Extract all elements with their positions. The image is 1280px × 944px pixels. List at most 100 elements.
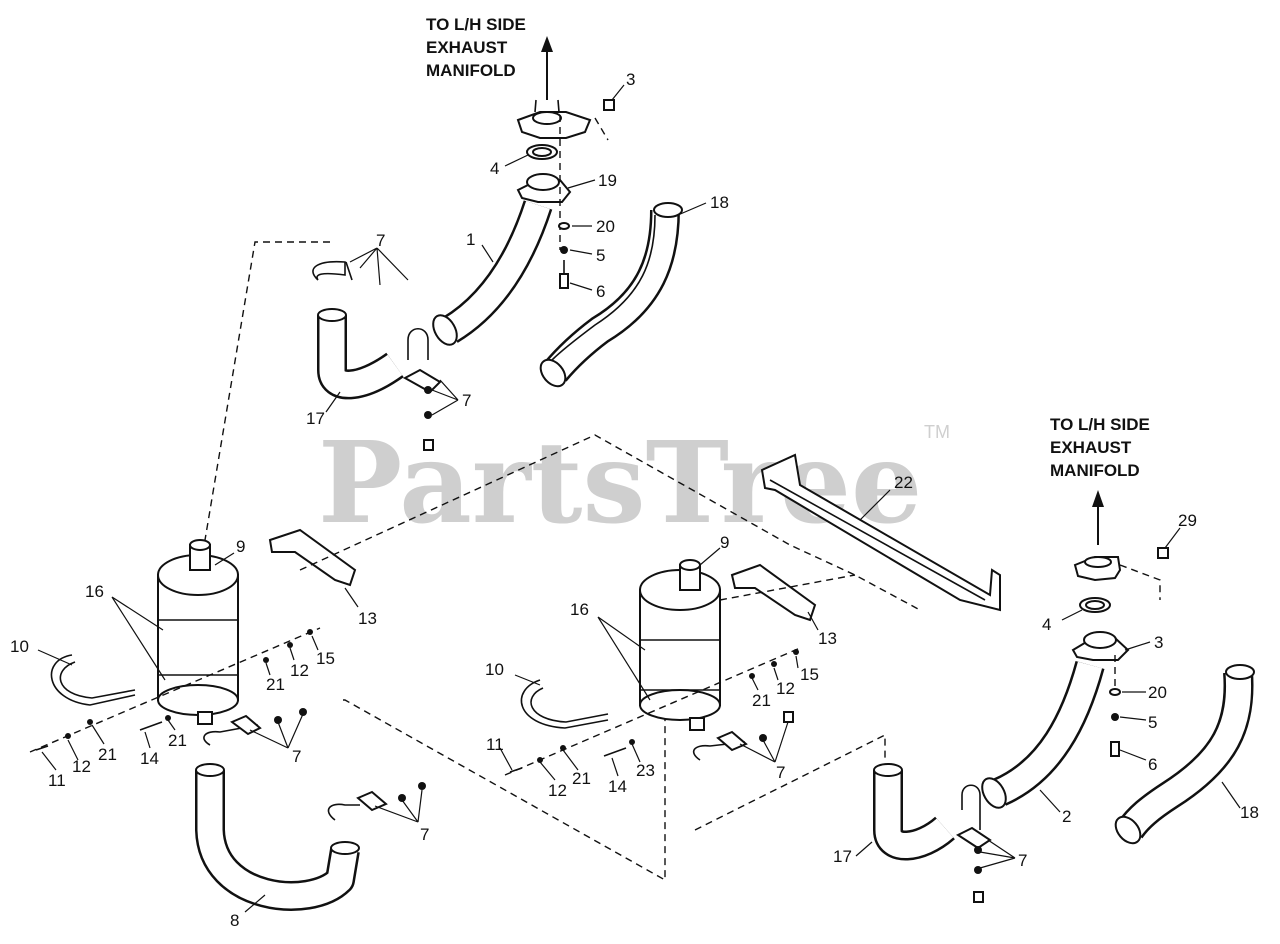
hardware-left: [35, 629, 313, 751]
washer-5-top: [560, 246, 568, 254]
dash-line-mid-lower: [694, 733, 886, 831]
callout-3-right: 3: [1154, 633, 1163, 652]
callout-11-middle: 11: [486, 735, 504, 754]
callout-13-left: 13: [358, 609, 377, 628]
callout-3-top: 3: [626, 70, 635, 89]
header-top-line-3: MANIFOLD: [426, 61, 516, 80]
elbow-pipe-17-top: [317, 308, 404, 400]
pipe-1: [432, 200, 553, 346]
callout-13-middle: 13: [818, 629, 837, 648]
callout-11-left: 11: [48, 771, 66, 790]
header-top-line-2: EXHAUST: [426, 38, 508, 57]
arrow-top: [541, 36, 553, 100]
callout-17-right: 17: [833, 847, 852, 866]
washer-5-right: [1111, 713, 1119, 721]
callout-20-right: 20: [1148, 683, 1167, 702]
header-right: TO L/H SIDE EXHAUST MANIFOLD: [1050, 415, 1150, 480]
washer-20-right: [1109, 688, 1121, 696]
header-top-line-1: TO L/H SIDE: [426, 15, 526, 34]
callout-7-left-lower: 7: [420, 825, 429, 844]
header-right-line-2: EXHAUST: [1050, 438, 1132, 457]
nut-29: [1157, 547, 1169, 559]
callout-9-left: 9: [236, 537, 245, 556]
callout-15-middle: 15: [800, 665, 819, 684]
arrow-right: [1092, 490, 1104, 545]
bracket-13-left: [268, 528, 357, 587]
dash-line-left: [204, 241, 330, 541]
callout-5-top: 5: [596, 246, 605, 265]
callout-12-left-lower: 12: [72, 757, 91, 776]
callout-7-middle: 7: [776, 763, 785, 782]
pipe-2: [981, 660, 1105, 809]
callout-10-middle: 10: [485, 660, 504, 679]
clamp-left-upper: [203, 708, 307, 746]
callout-7-top-lower: 7: [462, 391, 471, 410]
dash-line-left-lower: [343, 699, 666, 882]
callout-leaders: [37, 84, 1241, 913]
dash-line-mid-top: [299, 434, 921, 611]
callout-12-middle-lower: 12: [548, 781, 567, 800]
header-top: TO L/H SIDE EXHAUST MANIFOLD: [426, 15, 526, 80]
watermark-text: PartsTree: [318, 418, 922, 549]
callout-14-middle: 14: [608, 777, 627, 796]
dash-line-left-hw: [29, 627, 321, 753]
bolt-6-top: [559, 260, 569, 289]
callout-21-left-bottom: 21: [168, 731, 187, 750]
callout-2: 2: [1062, 807, 1071, 826]
bolt-6-right: [1110, 741, 1120, 757]
callout-17-top: 17: [306, 409, 325, 428]
callout-7-left-upper: 7: [292, 747, 301, 766]
middle-assembly: [299, 434, 1001, 831]
callout-15-left: 15: [316, 649, 335, 668]
callout-12-left-upper: 12: [290, 661, 309, 680]
callout-21-middle-upper: 21: [752, 691, 771, 710]
watermark-trademark: TM: [924, 422, 950, 442]
callout-6-right: 6: [1148, 755, 1157, 774]
flange-3-right: [1071, 631, 1130, 661]
muffler-middle: [639, 559, 721, 731]
callout-4-top: 4: [490, 159, 499, 178]
callout-labels: 3 4 19 20 5 6 1 18 7 7 17 9 16 13 10 15 …: [10, 70, 1259, 930]
callout-21-middle-lower: 21: [572, 769, 591, 788]
callout-7-top-upper: 7: [376, 231, 385, 250]
pipe-8: [195, 763, 360, 911]
callout-14-left: 14: [140, 749, 159, 768]
header-right-line-3: MANIFOLD: [1050, 461, 1140, 480]
right-assembly: [873, 547, 1255, 903]
manifold-flange-right: [1073, 556, 1122, 582]
callout-18-right: 18: [1240, 803, 1259, 822]
elbow-pipe-17-right: [873, 763, 955, 861]
callout-23: 23: [636, 761, 655, 780]
clamp-right: [955, 784, 992, 903]
heat-shield-18-top: [539, 202, 683, 388]
clamp-top-lower: [402, 327, 442, 451]
callout-16-middle: 16: [570, 600, 589, 619]
manifold-flange-top: [516, 99, 592, 139]
callout-8: 8: [230, 911, 239, 930]
callout-5-right: 5: [1148, 713, 1157, 732]
callout-4-right: 4: [1042, 615, 1051, 634]
callout-9-middle: 9: [720, 533, 729, 552]
crossmember-22: [760, 453, 1001, 612]
callout-21-left-upper: 21: [266, 675, 285, 694]
nut-3-top: [603, 99, 615, 111]
heat-shield-18-right: [1114, 664, 1255, 845]
callout-20-top: 20: [596, 217, 615, 236]
callout-29: 29: [1178, 511, 1197, 530]
flange-19: [516, 173, 572, 203]
callout-21-left-lower: 21: [98, 745, 117, 764]
callout-12-middle-upper: 12: [776, 679, 795, 698]
callout-19: 19: [598, 171, 617, 190]
callout-6-top: 6: [596, 282, 605, 301]
clamp-left-lower: [327, 782, 426, 821]
callout-7-right: 7: [1018, 851, 1027, 870]
callout-16-left: 16: [85, 582, 104, 601]
dash-line-mid-hw: [504, 647, 801, 776]
strap-10-middle: [520, 679, 609, 729]
clamp-middle: [692, 711, 794, 761]
top-assembly: [204, 99, 683, 541]
strap-10-left: [50, 654, 136, 706]
callout-1: 1: [466, 230, 475, 249]
callout-10-left: 10: [10, 637, 29, 656]
